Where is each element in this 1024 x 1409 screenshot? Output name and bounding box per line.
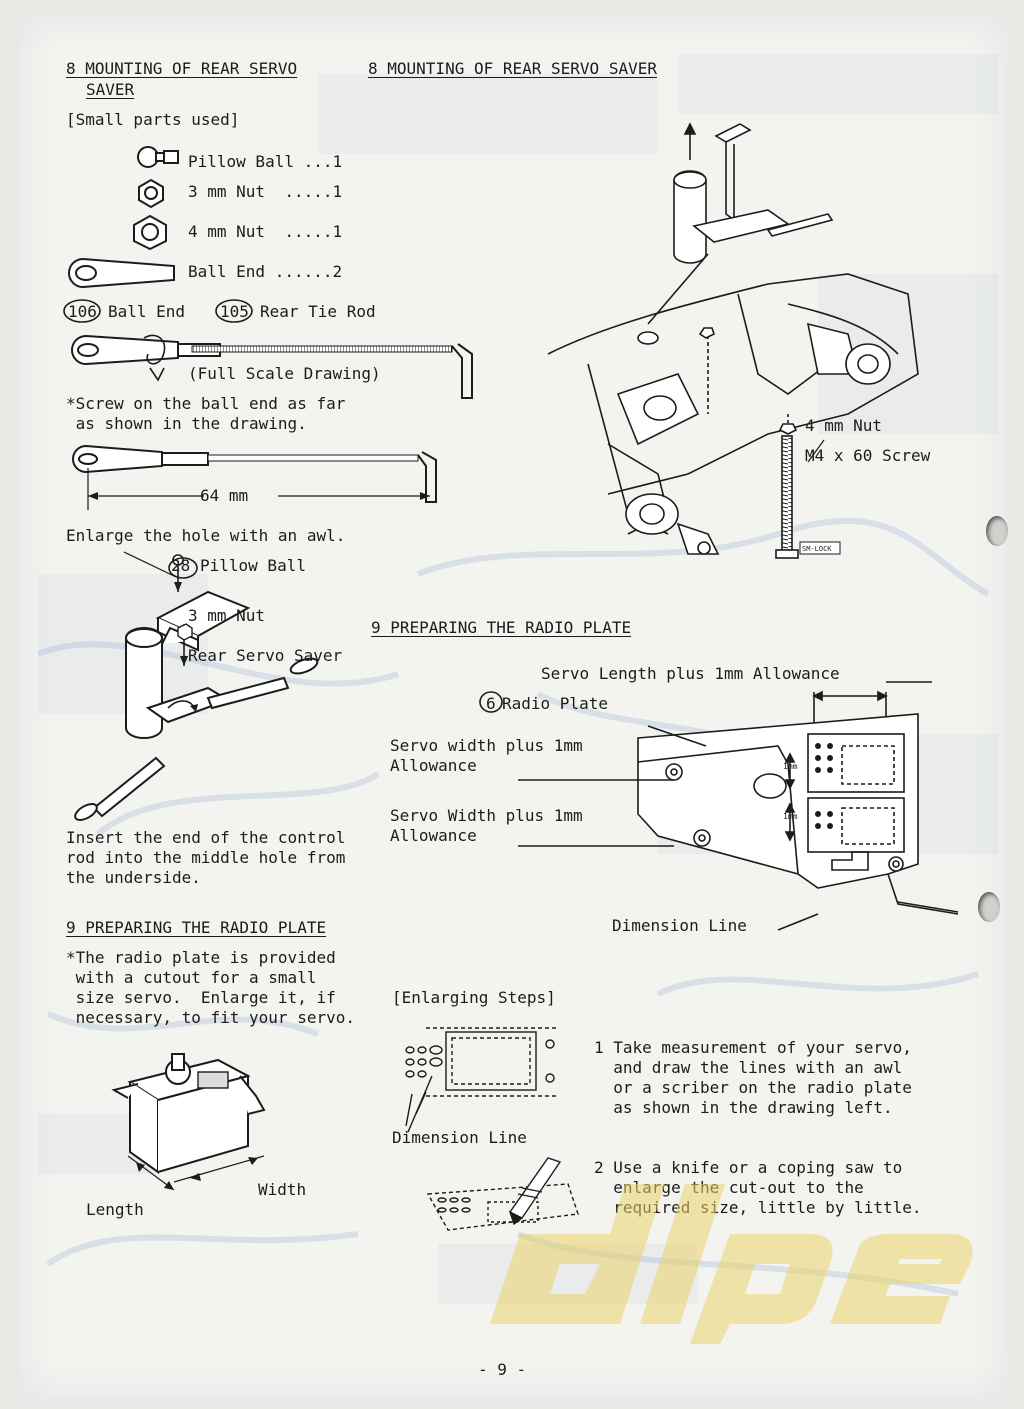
radio-note-line3: size servo. Enlarge it, if [66,988,336,1007]
step1-line4: as shown in the drawing left. [594,1098,893,1117]
servo-length-allowance: Servo Length plus 1mm Allowance [541,664,840,683]
rear-servo-saver-label: Rear Servo Saver [188,646,343,665]
punch-hole-upper [986,516,1008,546]
part-ball-end: Ball End ......2 [188,262,343,281]
mm-label-bottom: 1mm [783,812,798,821]
step1-line1: 1 Take measurement of your servo, [594,1038,912,1057]
pillow-ball-icon [137,146,179,168]
right-section8-title: 8 MOUNTING OF REAR SERVO SAVER [368,59,657,78]
radio-note-line4: necessary, to fit your servo. [66,1008,355,1027]
servo-width-allowance-2b: Allowance [390,826,477,845]
rear-servo-saver-drawing [74,551,319,821]
rear-tie-rod-label: Rear Tie Rod [260,302,376,321]
left-section9-title: 9 PREPARING THE RADIO PLATE [66,918,327,937]
insert-note-line3: the underside. [66,868,201,887]
small-parts-heading: [Small parts used] [66,110,240,129]
part-pillow-ball: Pillow Ball ...1 [188,152,343,171]
right-section9-title: 9 PREPARING THE RADIO PLATE [371,618,632,637]
radio-note-line2: with a cutout for a small [66,968,317,987]
tie-rod-full-scale-drawing [71,334,473,399]
ball-end-label: Ball End [108,302,186,321]
watermark-logo [490,1184,973,1344]
pillow-ball-label: Pillow Ball [200,556,306,575]
tie-rod-part-number: 105 [220,302,249,321]
page-number: - 9 - [478,1360,527,1379]
screw-note-line1: *Screw on the ball end as far [66,394,346,413]
radio-plate-part-number: 6 [486,694,496,713]
nut-4mm-icon [133,214,167,251]
left-section8-title-line1: 8 MOUNTING OF REAR SERVO [66,59,298,78]
sm-lock-label: SM-LOCK [802,545,832,553]
part-3mm-nut: 3 mm Nut .....1 [188,182,343,201]
dimension-line-label-2: Dimension Line [392,1128,527,1147]
nut-3mm-label: 3 mm Nut [188,606,266,625]
circled-105-icon [215,299,253,323]
tie-rod-64mm-drawing [72,444,437,510]
ball-end-part-icon [68,257,175,289]
punch-hole-lower [978,892,1000,922]
step1-line3: or a scriber on the radio plate [594,1078,912,1097]
step1-line2: and draw the lines with an awl [594,1058,903,1077]
insert-note-line2: rod into the middle hole from [66,848,346,867]
enlarging-steps-heading: [Enlarging Steps] [392,988,556,1007]
radio-note-line1: *The radio plate is provided [66,948,336,967]
enlarge-hole-note: Enlarge the hole with an awl. [66,526,346,545]
ball-end-part-number: 106 [68,302,97,321]
full-scale-caption: (Full Scale Drawing) [188,364,381,383]
circled-6-icon [479,691,503,713]
m4x60-screw-label: M4 x 60 Screw [805,446,931,465]
enlarging-step2-drawing [426,1157,579,1231]
dimension-64mm: 64 mm [200,486,249,505]
servo-width-label: Width [258,1180,307,1199]
nut-3mm-icon [138,178,164,209]
left-section8-title-line2: SAVER [86,80,135,99]
circled-106-icon [63,299,101,323]
radio-plate-drawing [518,681,959,931]
pillow-ball-part-number: 28 [171,556,191,575]
step2-line1: 2 Use a knife or a coping saw to [594,1158,903,1177]
chassis-assembly-drawing [547,122,919,559]
nut-4mm-label: 4 mm Nut [805,416,883,435]
part-4mm-nut: 4 mm Nut .....1 [188,222,343,241]
mm-label-top: 1mm [783,762,798,771]
screw-note-line2: as shown in the drawing. [66,414,307,433]
servo-drawing [111,1053,266,1191]
circled-28-icon [168,557,198,579]
servo-width-allowance-1a: Servo width plus 1mm [390,736,583,755]
enlarging-step1-drawing [405,1027,556,1133]
servo-width-allowance-1b: Allowance [390,756,477,775]
manual-page: 8 MOUNTING OF REAR SERVO SAVER [Small pa… [18,14,1008,1399]
radio-plate-label: Radio Plate [502,694,608,713]
servo-length-label: Length [86,1200,144,1219]
dimension-line-label: Dimension Line [612,916,747,935]
servo-width-allowance-2a: Servo Width plus 1mm [390,806,583,825]
insert-note-line1: Insert the end of the control [66,828,346,847]
